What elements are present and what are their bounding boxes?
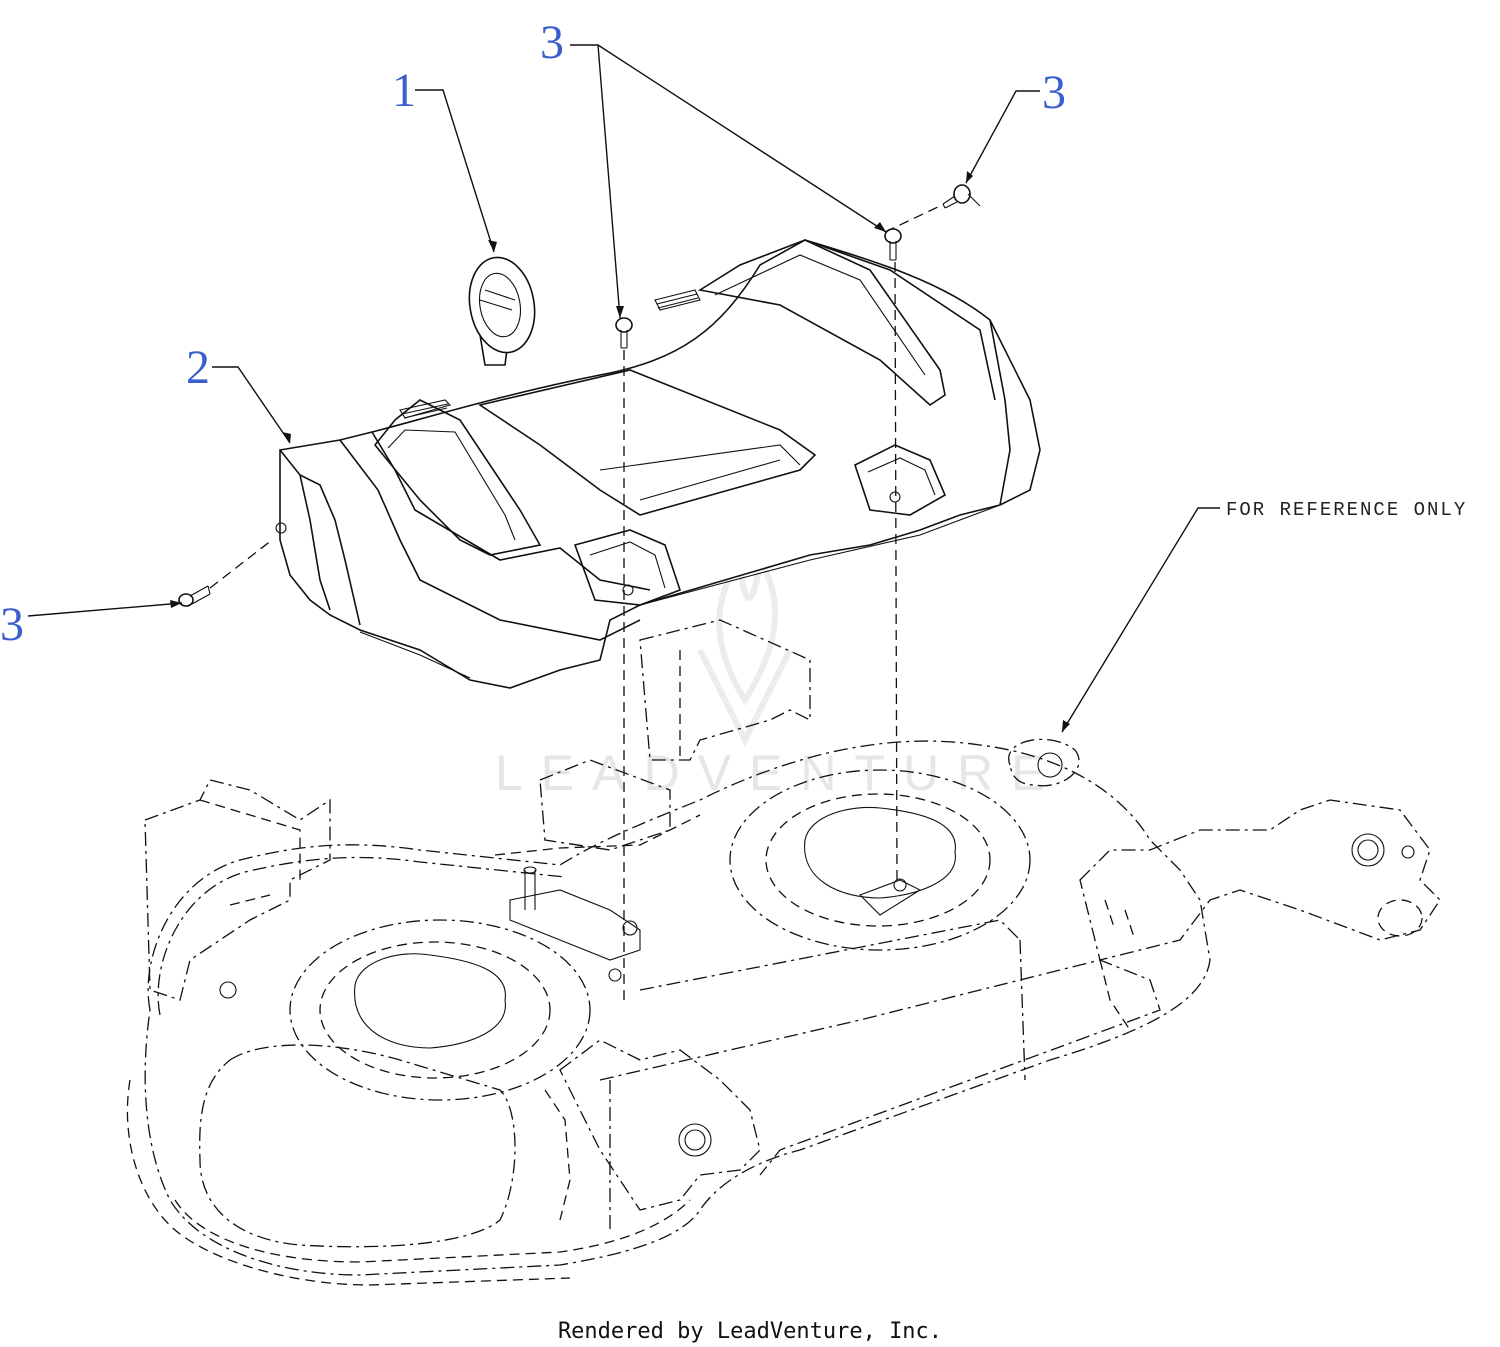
callout-3-left: 3 xyxy=(0,598,24,651)
screw-far-right xyxy=(942,184,981,209)
callout-3-top-right: 3 xyxy=(1042,66,1066,119)
screw-center xyxy=(615,317,633,349)
leader-lines xyxy=(27,44,1220,733)
screw-right xyxy=(884,228,902,261)
watermark-logo xyxy=(697,550,793,747)
leader-arrowheads xyxy=(170,171,1070,732)
deck-cover xyxy=(275,239,1041,689)
alignment-lines xyxy=(209,205,941,1000)
screw-left xyxy=(178,585,211,607)
mower-deck-outline xyxy=(126,619,1441,1286)
callout-3-top-center: 3 xyxy=(540,16,564,69)
reference-note: FOR REFERENCE ONLY xyxy=(1226,499,1467,521)
knob xyxy=(468,256,536,366)
render-credit: Rendered by LeadVenture, Inc. xyxy=(558,1319,942,1344)
watermark-text: LEADVENTURE xyxy=(495,745,1063,801)
callout-2: 2 xyxy=(186,341,210,394)
callout-1: 1 xyxy=(392,64,416,117)
